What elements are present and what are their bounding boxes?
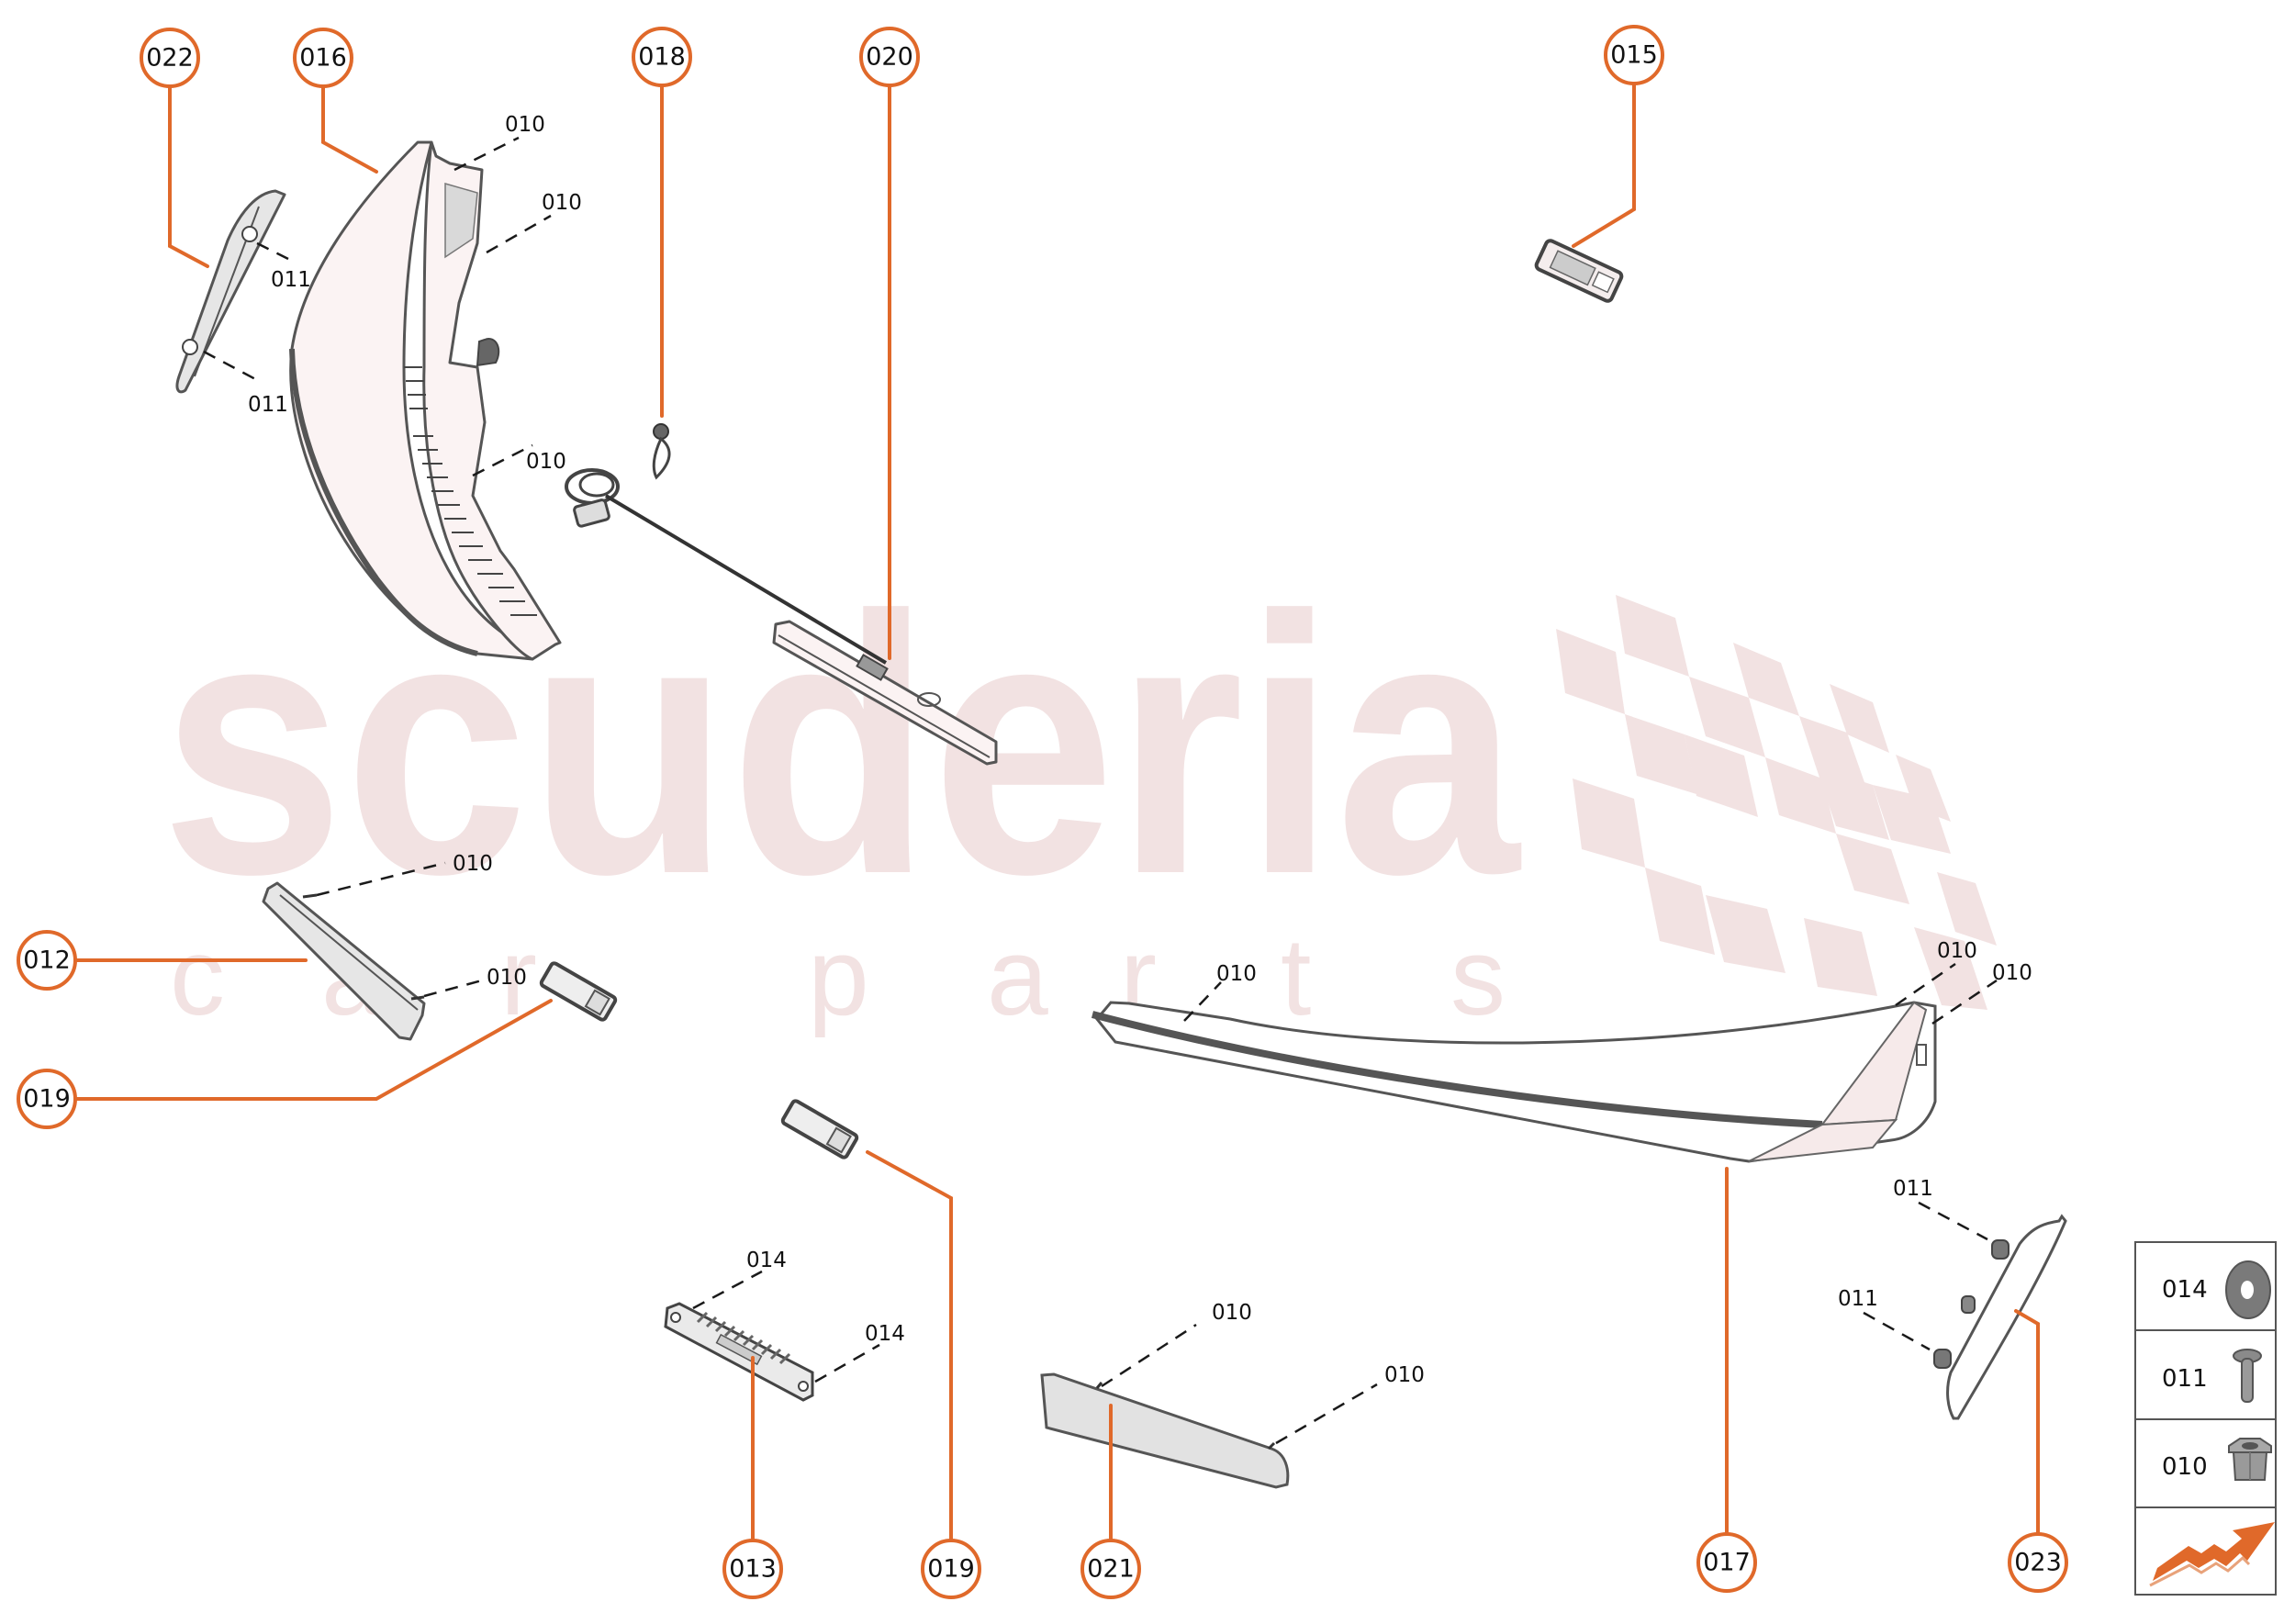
callout-018[interactable]: 018 [632, 27, 692, 87]
callout-number: 022 [146, 44, 194, 73]
callout-number: 016 [299, 44, 347, 73]
callout-017[interactable]: 017 [1696, 1532, 1757, 1593]
callout-number: 023 [2014, 1549, 2062, 1577]
watermark-letter: a [987, 915, 1048, 1038]
callout-023[interactable]: 023 [2008, 1532, 2068, 1593]
callout-number: 017 [1703, 1549, 1751, 1577]
legend-code: 010 [2162, 1453, 2208, 1481]
screw-icon [2233, 1349, 2262, 1403]
watermark-subtitle: c a r p a r t s [170, 915, 1506, 1038]
fastener-label-014: 014 [865, 1322, 905, 1346]
part-021-side-reflector[interactable] [1040, 1372, 1290, 1489]
callout-015[interactable]: 015 [1604, 25, 1664, 85]
orange-arrow-icon[interactable] [2149, 1522, 2275, 1587]
callout-number: 020 [866, 43, 913, 72]
part-020-light-bar-with-wire[interactable] [565, 468, 998, 766]
checkered-flag-icon [1556, 595, 1997, 1010]
callout-012[interactable]: 012 [17, 930, 77, 991]
part-023-side-trim[interactable] [1933, 1214, 2067, 1420]
fastener-label-010: 010 [487, 966, 527, 990]
callout-number: 013 [729, 1555, 777, 1584]
washer-icon [2225, 1260, 2271, 1319]
callout-020[interactable]: 020 [859, 27, 920, 87]
legend-code: 011 [2162, 1365, 2208, 1393]
part-016-headlight-housing[interactable] [289, 140, 562, 661]
callout-016[interactable]: 016 [293, 28, 353, 88]
watermark-letter: c [170, 915, 225, 1038]
fastener-label-010: 010 [453, 852, 493, 876]
fastener-label-010: 010 [1937, 939, 1977, 963]
fastener-label-010: 010 [1992, 961, 2032, 985]
fastener-label-014: 014 [746, 1249, 787, 1272]
callout-number: 012 [23, 946, 71, 975]
callout-number: 018 [638, 43, 686, 72]
part-019-module-left[interactable] [539, 961, 618, 1022]
callout-number: 019 [23, 1085, 71, 1114]
fastener-legend: 014 011 010 [2134, 1241, 2277, 1596]
fastener-label-011: 011 [1838, 1287, 1878, 1311]
fastener-label-010: 010 [505, 113, 545, 137]
watermark-letter: s [1450, 915, 1506, 1038]
fastener-label-010: 010 [1384, 1363, 1425, 1387]
part-018-pin-connector[interactable] [652, 423, 671, 480]
callout-021[interactable]: 021 [1080, 1539, 1141, 1599]
part-019-module-middle[interactable] [780, 1099, 859, 1159]
legend-row-011[interactable]: 011 [2162, 1349, 2262, 1403]
fastener-label-010: 010 [542, 191, 582, 215]
legend-row-010[interactable]: 010 [2162, 1438, 2272, 1481]
part-012-side-marker[interactable] [262, 881, 426, 1041]
watermark-letter: t [1281, 915, 1311, 1038]
fastener-label-011: 011 [1893, 1177, 1933, 1201]
callout-019-left[interactable]: 019 [17, 1069, 77, 1129]
fastener-callouts: 010 010 010 011 011 010 010 014 014 010 … [203, 113, 2032, 1445]
fastener-label-010: 010 [526, 450, 566, 474]
watermark: scuderia c a r p a r t s [161, 540, 1997, 1038]
callout-number: 021 [1087, 1555, 1135, 1584]
callout-leaders [74, 82, 2040, 1542]
part-017-drl-strip[interactable] [1091, 1001, 1937, 1163]
callout-number: 019 [927, 1555, 975, 1584]
callout-number: 015 [1610, 41, 1658, 70]
legend-code: 014 [2162, 1276, 2208, 1304]
watermark-brand: scuderia [161, 540, 1521, 950]
flange-nut-icon [2228, 1438, 2272, 1481]
fastener-label-010: 010 [1216, 962, 1257, 986]
fastener-label-010: 010 [1212, 1301, 1252, 1325]
callout-019-middle[interactable]: 019 [921, 1539, 981, 1599]
fastener-label-011: 011 [271, 268, 311, 292]
callout-022[interactable]: 022 [140, 28, 200, 88]
fastener-label-011: 011 [248, 393, 288, 417]
legend-row-014[interactable]: 014 [2162, 1260, 2271, 1319]
part-015-connector-module[interactable] [1534, 239, 1624, 303]
callout-013[interactable]: 013 [722, 1539, 783, 1599]
part-022-trim-clip[interactable] [175, 189, 286, 394]
watermark-letter: p [808, 915, 869, 1038]
part-013-led-module[interactable] [664, 1302, 814, 1402]
